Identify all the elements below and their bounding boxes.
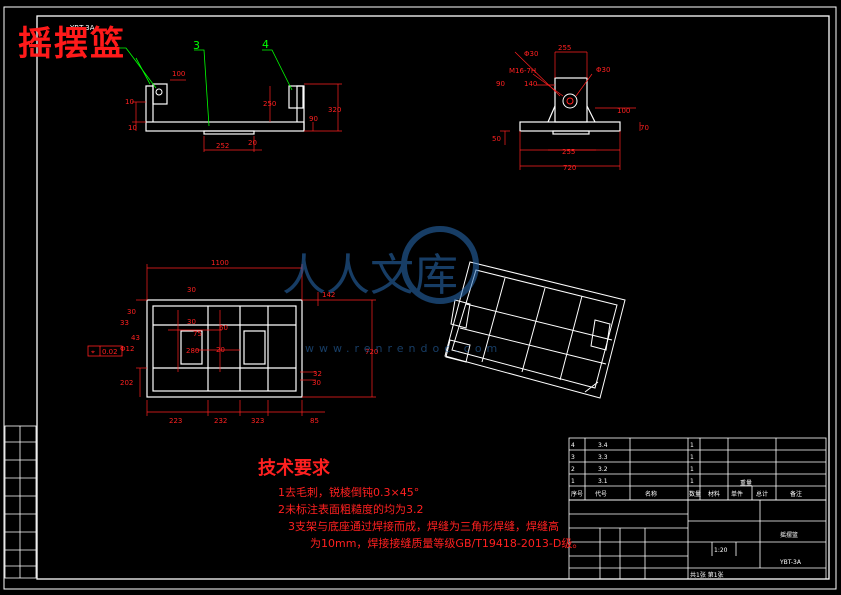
dim-label: 85 (310, 417, 319, 425)
dim-label: 90 (496, 80, 505, 88)
bom-table (568, 437, 827, 501)
dim-label: 60 (219, 324, 228, 332)
bom-header-cell: 序号 (571, 490, 583, 498)
dim-label: 142 (322, 291, 335, 299)
dim-label: 280 (186, 347, 199, 355)
dim-label: 250 (263, 100, 276, 108)
dim-label: 75 (193, 330, 202, 338)
bom-cell: 3.3 (598, 454, 608, 461)
watermark-text: 人人文库 (282, 250, 458, 301)
dim-label: 720 (563, 164, 576, 172)
pin-hole-icon (155, 88, 163, 96)
dim-label: 30 (187, 318, 196, 326)
dim-label: Φ30 (596, 66, 610, 74)
bore-center-icon (566, 97, 574, 105)
inner-border (36, 15, 830, 580)
drawing-code-top: YBT-3A (69, 24, 95, 32)
dim-label: M16-7H (509, 67, 536, 75)
balloon-4: 4 (262, 38, 269, 51)
front-view: 100 10 10 250 90 320 252 20 3 4 YBT-3A (69, 24, 342, 152)
tech-requirement-line: 3支架与底座通过焊接而成，焊缝为三角形焊缝，焊缝高 (288, 520, 559, 533)
bom-cell: 1 (690, 454, 694, 461)
bom-cell: 3 (571, 454, 575, 461)
dim-label: 20 (216, 346, 225, 354)
drawing-number: YBT-3A (779, 559, 802, 566)
gdt-frame (87, 345, 123, 357)
bom-cell: 3.1 (598, 478, 608, 485)
bom-cell: 1 (690, 442, 694, 449)
dim-label: Φ30 (524, 50, 538, 58)
binding-strip (4, 425, 37, 579)
sheet-count: 共1张 第1张 (690, 571, 724, 579)
dim-label: 223 (169, 417, 182, 425)
dim-label: Φ12 (120, 345, 134, 353)
dim-label: 202 (120, 379, 133, 387)
bom-cell: 3.4 (598, 442, 608, 449)
dim-label: 33 (120, 319, 129, 327)
dim-label: 10 (125, 98, 134, 106)
dim-label: 1100 (211, 259, 229, 267)
dim-label: 252 (216, 142, 229, 150)
bom-header-cell: 数量 (689, 490, 701, 498)
bom-header-cell: 材料 (708, 490, 720, 498)
dim-label: 320 (328, 106, 341, 114)
dim-label: 90 (309, 115, 318, 123)
bom-cell: 3.2 (598, 466, 608, 473)
dim-label: 100 (172, 70, 185, 78)
dim-label: 30 (312, 379, 321, 387)
bore-icon (562, 93, 578, 109)
dim-label: 32 (313, 370, 322, 378)
bom-header-cell: 单件 (731, 490, 743, 498)
gdt-tolerance: 0.02 (102, 348, 118, 356)
bom-cell: 1 (690, 478, 694, 485)
dim-label: 140 (524, 80, 537, 88)
watermark-url: www.renrendoc.com (305, 342, 502, 355)
dim-label: 20 (248, 139, 257, 147)
dim-label: 70 (640, 124, 649, 132)
position-icon: ⌖ (91, 348, 95, 356)
tech-requirement-line: 1去毛刺，锐棱倒钝0.3×45° (278, 486, 420, 499)
dim-label: 30 (127, 308, 136, 316)
outer-border (3, 6, 837, 590)
title-block (568, 499, 827, 580)
bom-cell: 2 (571, 466, 575, 473)
bom-header-cell: 总计 (756, 490, 768, 498)
bom-cell: 4 (571, 442, 575, 449)
dim-label: 323 (251, 417, 264, 425)
dim-label: 100 (617, 107, 630, 115)
scale-value: 1:20 (714, 547, 728, 554)
plan-view: 0.02 ⌖ 1100 142 30 33 43 30 75 280 60 20… (87, 259, 378, 425)
dim-label: 232 (214, 417, 227, 425)
watermark-logo-icon (401, 226, 479, 304)
tech-requirements-title: 技术要求 (258, 458, 330, 479)
isometric-view (444, 261, 626, 399)
bom-cell: 1 (690, 466, 694, 473)
drawing-title: 摇摆篮 (18, 24, 126, 64)
bom-header-cell: 代号 (595, 490, 607, 498)
technical-requirements: 技术要求 1去毛刺，锐棱倒钝0.3×45° 2未标注表面粗糙度的均为3.2 3支… (258, 454, 583, 552)
dim-label: 30 (187, 286, 196, 294)
part-name: 摇摆篮 (780, 531, 798, 539)
tech-requirement-line: 2未标注表面粗糙度的均为3.2 (278, 503, 424, 516)
dim-label: 255 (558, 44, 571, 52)
watermark: 人人文库 www.renrendoc.com (282, 226, 502, 355)
tech-requirement-line: 为10mm，焊接接缝质量等级GB/T19418-2013-D级。 (310, 537, 584, 550)
bom-header-cell: 名称 (645, 490, 657, 498)
bom-header-cell: 备注 (790, 490, 802, 498)
dim-label: 10 (128, 124, 137, 132)
balloon-3: 3 (193, 39, 200, 52)
dim-label: 255 (562, 148, 575, 156)
side-view: Φ30 255 M16-7H Φ30 140 90 100 70 50 255 … (492, 44, 649, 172)
dim-label: 43 (131, 334, 140, 342)
bom-cell: 1 (571, 478, 575, 485)
bom-weight-label: 重量 (740, 479, 752, 487)
dim-label: 720 (365, 348, 378, 356)
dim-label: 50 (492, 135, 501, 143)
